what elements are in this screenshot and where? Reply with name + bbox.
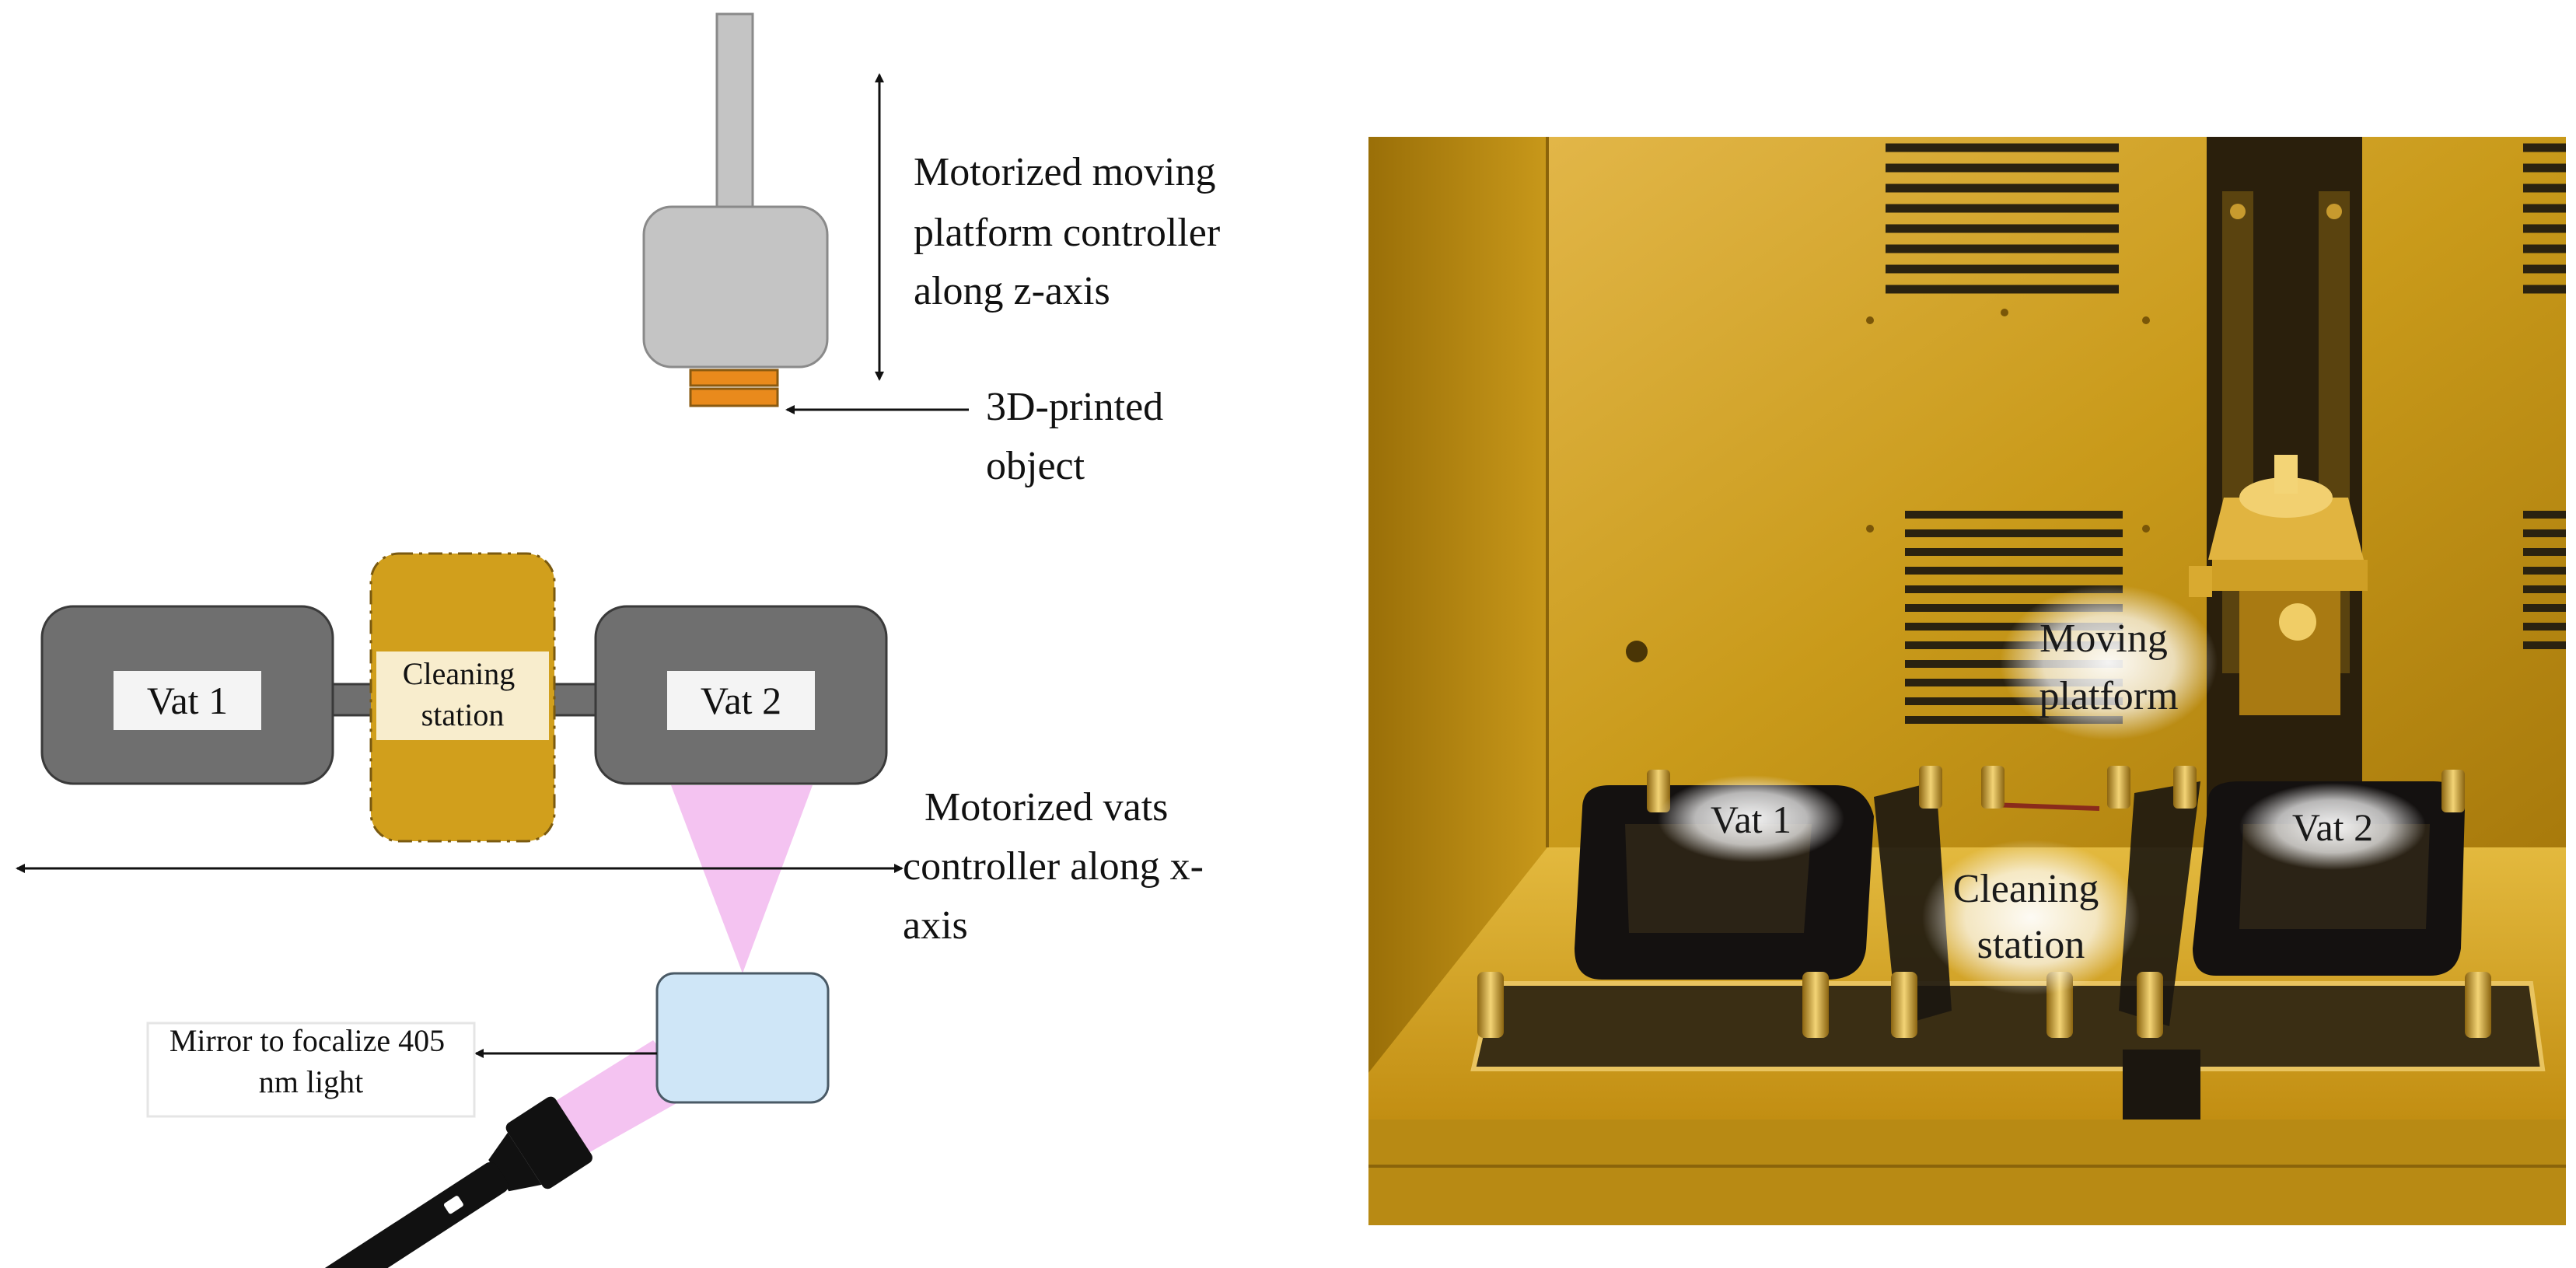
schematic-diagram: Motorized moving platform controller alo… bbox=[16, 12, 1230, 1268]
vat1-label-box bbox=[114, 671, 261, 730]
printed-object-layer-1 bbox=[689, 369, 779, 387]
platform-assembly bbox=[642, 12, 829, 407]
vent-grille-mid-right bbox=[2523, 511, 2566, 649]
photo-left-wall bbox=[1368, 137, 1547, 1073]
mirror-label: Mirror to focalize 405 nm light bbox=[170, 1023, 453, 1099]
vat1-label: Vat 1 bbox=[147, 679, 228, 722]
platform-controller-block bbox=[642, 205, 829, 369]
vat2-label: Vat 2 bbox=[701, 679, 781, 722]
plate-bolts bbox=[1477, 766, 2491, 1038]
photo-moving-platform-label: Moving platform bbox=[2039, 617, 2178, 718]
platform-rod bbox=[715, 12, 754, 210]
wall-screws bbox=[1626, 309, 2150, 662]
cleaning-station-blades bbox=[1874, 781, 2200, 1026]
cleaning-station-label: Cleaning station bbox=[403, 656, 523, 732]
photo-cleaning-label-glow bbox=[1922, 840, 2140, 995]
z-axis-label: Motorized moving platform controller alo… bbox=[914, 150, 1230, 313]
photo-cleaning-station-label: Cleaning station bbox=[1953, 867, 2109, 967]
printer-photo: Moving platform Vat 1 Vat 2 Cleaning sta… bbox=[1368, 137, 2566, 1225]
moving-platform-label-glow bbox=[2000, 585, 2218, 740]
vat2-label-box bbox=[667, 671, 815, 730]
photo-vat1-label: Vat 1 bbox=[1711, 798, 1791, 841]
photo-vat1-label-glow bbox=[1658, 775, 1844, 862]
mirror-label-box bbox=[146, 1022, 476, 1118]
photo-vat2-label: Vat 2 bbox=[2292, 805, 2373, 849]
x-axis-label: Motorized vats controller along x- axis bbox=[903, 785, 1214, 948]
cleaning-label-box bbox=[376, 651, 549, 740]
moving-platform-head bbox=[2189, 455, 2368, 715]
flashlight-icon bbox=[309, 1096, 592, 1268]
printed-object-layer-2 bbox=[689, 387, 779, 407]
photo-vat2-label-glow bbox=[2239, 783, 2426, 870]
vent-grille-top-right bbox=[2523, 143, 2566, 294]
vats-row: Vat 1 Cleaning station Vat 2 bbox=[40, 552, 888, 843]
vent-grille-top-center bbox=[1886, 143, 2119, 294]
build-plate bbox=[1470, 981, 2546, 1071]
object-label: 3D-printed object bbox=[986, 385, 1173, 488]
front-lip bbox=[1368, 1120, 2566, 1225]
mirror-block bbox=[655, 972, 830, 1104]
photo-back-wall bbox=[1547, 137, 2566, 847]
light-beam-upper bbox=[671, 785, 813, 973]
